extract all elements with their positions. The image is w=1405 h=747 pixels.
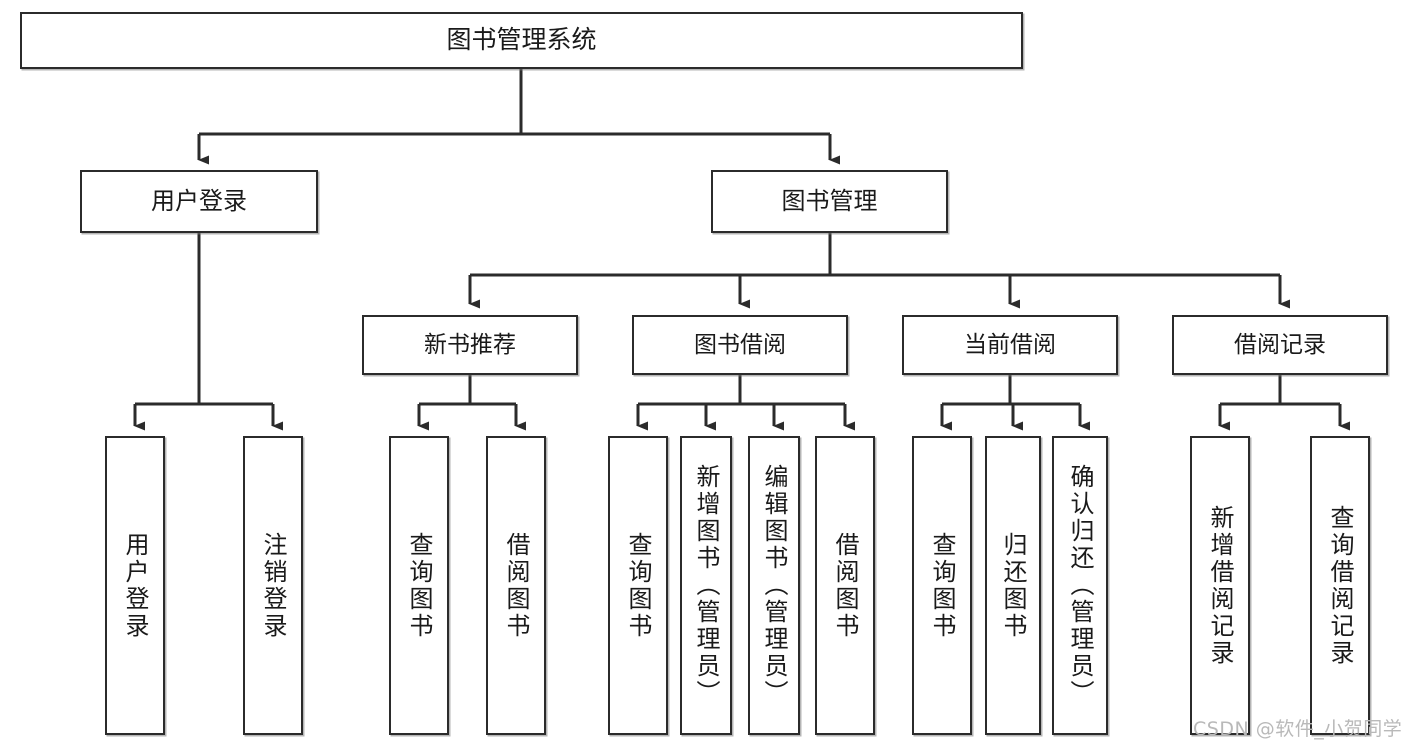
node-leaf-rec-borrow[interactable]: 借阅图书	[486, 436, 546, 735]
node-leaf-rec-query2-label: 查询借阅记录	[1326, 504, 1354, 667]
node-leaf-cur-return-label: 归还图书	[999, 531, 1027, 640]
node-leaf-borrow-query-label: 查询图书	[624, 531, 652, 640]
node-root[interactable]: 图书管理系统	[20, 12, 1023, 69]
node-leaf-user-logout-label: 注销登录	[259, 531, 287, 640]
node-leaf-borrow-edit[interactable]: 编辑图书（管理员）	[748, 436, 800, 735]
node-leaf-cur-query-label: 查询图书	[928, 531, 956, 640]
node-leaf-borrow-add[interactable]: 新增图书（管理员）	[680, 436, 732, 735]
node-leaf-user-login[interactable]: 用户登录	[105, 436, 165, 735]
node-leaf-borrow-add-label: 新增图书（管理员）	[692, 464, 720, 707]
node-user-login-label: 用户登录	[151, 186, 247, 215]
node-book-borrow-label: 图书借阅	[694, 331, 786, 358]
node-leaf-cur-confirm[interactable]: 确认归还（管理员）	[1052, 436, 1108, 735]
node-leaf-borrow-do-label: 借阅图书	[831, 531, 859, 640]
node-leaf-cur-confirm-label: 确认归还（管理员）	[1066, 464, 1094, 707]
node-leaf-user-login-label: 用户登录	[121, 531, 149, 640]
node-current-borrow-label: 当前借阅	[964, 331, 1056, 358]
node-borrow-record[interactable]: 借阅记录	[1172, 315, 1388, 375]
node-root-label: 图书管理系统	[446, 25, 597, 55]
node-leaf-rec-borrow-label: 借阅图书	[502, 531, 530, 640]
node-leaf-cur-return[interactable]: 归还图书	[985, 436, 1041, 735]
node-book-borrow[interactable]: 图书借阅	[632, 315, 848, 375]
node-leaf-cur-query[interactable]: 查询图书	[912, 436, 972, 735]
node-book-manage[interactable]: 图书管理	[711, 170, 948, 233]
node-leaf-borrow-query[interactable]: 查询图书	[608, 436, 668, 735]
node-leaf-borrow-do[interactable]: 借阅图书	[815, 436, 875, 735]
node-leaf-user-logout[interactable]: 注销登录	[243, 436, 303, 735]
node-borrow-record-label: 借阅记录	[1234, 331, 1326, 358]
node-book-manage-label: 图书管理	[781, 186, 878, 215]
node-leaf-rec-add-label: 新增借阅记录	[1206, 504, 1234, 667]
node-user-login[interactable]: 用户登录	[80, 170, 318, 233]
node-leaf-borrow-edit-label: 编辑图书（管理员）	[760, 464, 788, 707]
node-new-book-rec[interactable]: 新书推荐	[362, 315, 578, 375]
node-leaf-rec-add[interactable]: 新增借阅记录	[1190, 436, 1250, 735]
node-leaf-rec-query[interactable]: 查询图书	[389, 436, 449, 735]
node-leaf-rec-query2[interactable]: 查询借阅记录	[1310, 436, 1370, 735]
node-current-borrow[interactable]: 当前借阅	[902, 315, 1118, 375]
node-new-book-rec-label: 新书推荐	[424, 331, 516, 358]
node-leaf-rec-query-label: 查询图书	[405, 531, 433, 640]
